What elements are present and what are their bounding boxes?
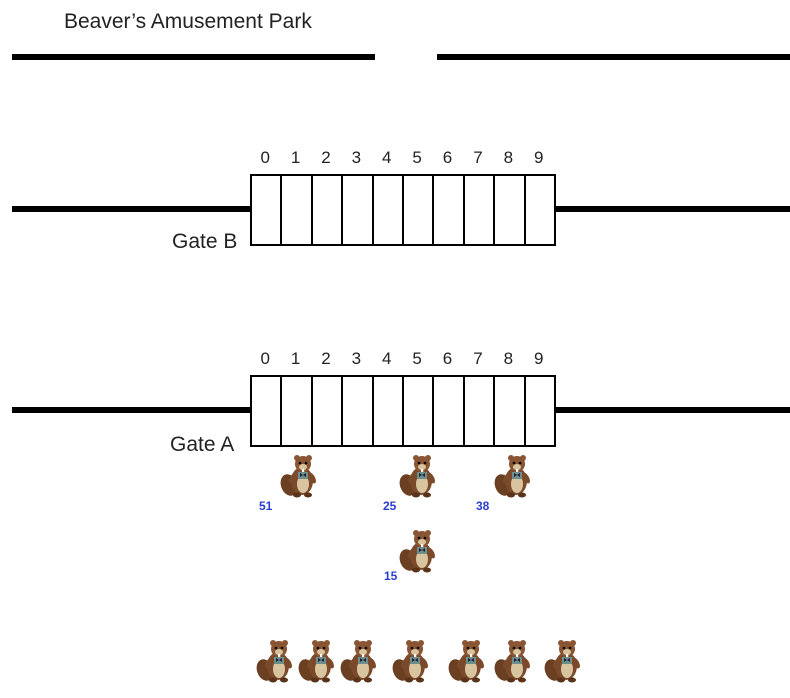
beaver-number: 15: [384, 569, 398, 583]
gate-a-fence-right: [556, 407, 790, 413]
gate-b-slot-number: 6: [442, 148, 453, 167]
gate-b-slot-number: 8: [503, 148, 514, 167]
gate-b-slot-number: 0: [260, 148, 270, 167]
gate-a-slot-number: 1: [290, 349, 301, 368]
gate-b-slot: [434, 176, 465, 244]
gate-a-label: Gate A: [170, 433, 235, 456]
beaver-icon: [544, 640, 582, 684]
gate-b-slot-number: 5: [412, 148, 422, 167]
park-wall-left: [12, 54, 375, 60]
gate-b-slot: [526, 176, 554, 244]
beaver-icon: [494, 455, 532, 499]
gate-b-slot-numbers: 0 1 2 3 4 5 6 7 8 9: [250, 148, 554, 168]
gate-a-slot: [495, 377, 526, 445]
gate-b-slot: [252, 176, 283, 244]
beaver-number: 38: [476, 499, 490, 513]
beaver-icon: [448, 640, 486, 684]
gate-a-slot-number: 9: [533, 349, 544, 368]
gate-a-slot: [343, 377, 374, 445]
gate-b-slot-number: 1: [290, 148, 301, 167]
gate-a-slot: [252, 377, 283, 445]
beaver-icon: [280, 455, 318, 499]
beaver-number: 51: [259, 499, 273, 513]
gate-a-slot: [374, 377, 404, 445]
gate-b-slot-number: 9: [533, 148, 544, 167]
gate-a-slot: [313, 377, 344, 445]
gate-a-slot: [434, 377, 465, 445]
gate-a-slot-number: 4: [382, 349, 392, 368]
gate-b-slot: [465, 176, 496, 244]
gate-a-slot-number: 2: [321, 349, 331, 368]
gate-a-slot: [526, 377, 554, 445]
gate-b-slot: [313, 176, 344, 244]
beaver-icon: [256, 640, 294, 684]
gate-a-slot: [282, 377, 313, 445]
gate-a-slot-number: 8: [503, 349, 514, 368]
gate-b-slot-number: 3: [351, 148, 362, 167]
beaver-icon: [494, 640, 532, 684]
gate-b-slot: [374, 176, 404, 244]
beaver-number: 25: [383, 499, 397, 513]
gate-a-turnstiles: [250, 375, 556, 447]
beaver-icon: [392, 640, 430, 684]
beaver-icon: [298, 640, 336, 684]
gate-a-slot-numbers: 0 1 2 3 4 5 6 7 8 9: [250, 349, 554, 369]
gate-b-slot-number: 4: [382, 148, 392, 167]
gate-a-slot-number: 0: [260, 349, 270, 368]
gate-b-slot-number: 2: [321, 148, 331, 167]
gate-b-turnstiles: [250, 174, 556, 246]
gate-a-slot-number: 6: [442, 349, 453, 368]
gate-b-slot: [495, 176, 526, 244]
gate-b-slot: [343, 176, 374, 244]
beaver-icon: [399, 455, 437, 499]
gate-b-fence-left: [12, 206, 250, 212]
beaver-icon: [340, 640, 378, 684]
gate-a-slot-number: 7: [473, 349, 483, 368]
gate-b-slot-number: 7: [473, 148, 483, 167]
gate-b-label: Gate B: [172, 230, 238, 253]
gate-a-slot: [465, 377, 496, 445]
gate-a-slot-number: 3: [351, 349, 362, 368]
gate-a-fence-left: [12, 407, 250, 413]
park-wall-right: [437, 54, 790, 60]
gate-a-slot-number: 5: [412, 349, 422, 368]
beaver-icon: [399, 530, 437, 574]
park-title: Beaver’s Amusement Park: [64, 10, 312, 33]
gate-a-slot: [404, 377, 435, 445]
gate-b-slot: [404, 176, 435, 244]
gate-b-slot: [282, 176, 313, 244]
gate-b-fence-right: [556, 206, 790, 212]
